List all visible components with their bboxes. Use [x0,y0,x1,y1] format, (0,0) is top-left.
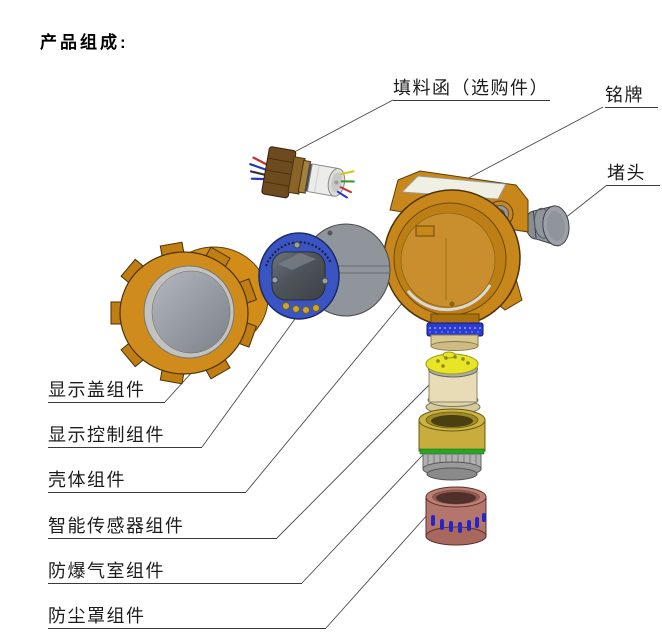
label-plug: 堵头 [607,163,660,186]
label-display-control: 显示控制组件 [48,425,202,448]
sensor-pins [436,355,470,368]
housing-part [383,170,529,351]
label-stuffing-box: 填料函（选购件） [393,78,550,101]
dust-cover-slots [431,513,486,533]
sensor-part [425,351,481,415]
label-dust-cover: 防尘罩组件 [48,606,326,629]
label-nameplate: 铭牌 [605,85,658,108]
display-cover-part [110,241,269,385]
label-smart-sensor: 智能传感器组件 [48,516,277,539]
leader-line-plug [559,184,608,223]
gland-wires-right [336,170,355,199]
label-housing: 壳体组件 [48,470,246,493]
green-oring [419,448,485,455]
leader-lines [164,99,608,629]
gland-wires-left [249,156,270,181]
label-display-cover: 显示盖组件 [48,380,165,403]
leader-line-explosion-chamber [301,440,437,584]
stuffing-box-part [249,146,355,199]
plug-part [524,205,570,247]
threaded-blue-band [426,322,484,337]
page-title: 产品组成: [40,33,129,52]
leader-line-display-control [201,311,301,448]
dust-cover-part [425,486,487,546]
leader-line-nameplate [460,106,604,183]
cover-glass-window [151,270,231,354]
display-control-part [258,223,391,320]
label-explosion-chamber: 防爆气室组件 [48,561,302,584]
leader-line-stuffing-box [282,99,394,159]
leader-line-smart-sensor [276,382,432,539]
chamber-part [418,408,486,481]
leader-line-dust-cover [325,512,430,629]
leader-line-housing [245,295,409,493]
module-buttons [282,302,320,314]
